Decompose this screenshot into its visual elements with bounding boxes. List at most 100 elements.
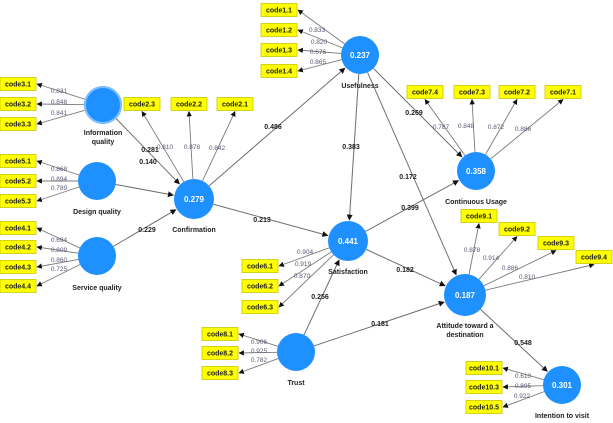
indicator-box-code10.1[interactable] xyxy=(465,361,503,375)
r-squared-value: 0.187 xyxy=(455,291,476,300)
indicator-box-code3.3[interactable] xyxy=(0,117,37,131)
r-squared-value: 0.441 xyxy=(338,237,359,246)
indicator-box-code8.1[interactable] xyxy=(201,327,239,341)
construct-circle[interactable] xyxy=(78,162,116,200)
indicator-box-code6.3[interactable] xyxy=(241,300,279,314)
outer-loading: 0.886 xyxy=(502,265,519,272)
indicator-box-code6.2[interactable] xyxy=(241,279,279,293)
outer-loading: 0.809 xyxy=(51,247,68,254)
indicator-label: code4.3 xyxy=(5,265,31,272)
construct-circle[interactable] xyxy=(444,274,486,316)
outer-loading: 0.848 xyxy=(51,99,68,106)
path-coefficient-TR-AT: 0.181 xyxy=(371,321,389,328)
outer-loading: 0.878 xyxy=(464,247,481,254)
indicator-box-code1.2[interactable] xyxy=(260,23,298,37)
indicator-label: code3.1 xyxy=(5,82,31,89)
indicator-box-code7.3[interactable] xyxy=(453,85,491,99)
constructs: 0.279 0.237 0.441 0.358 0.187 0.301 xyxy=(78,36,581,404)
indicator-box-code2.1[interactable] xyxy=(216,97,254,111)
outer-loading: 0.810 xyxy=(519,274,536,281)
construct-circle[interactable] xyxy=(341,36,379,74)
indicator-label: code9.2 xyxy=(504,227,530,234)
path-edge-CF-SA xyxy=(213,203,329,237)
indicator-label: code6.1 xyxy=(247,264,273,271)
outer-loading: 0.914 xyxy=(483,255,500,262)
indicator-label: code9.3 xyxy=(543,241,569,248)
indicator-box-code5.3[interactable] xyxy=(0,194,37,208)
path-coefficient-AT-IV: 0.548 xyxy=(514,340,532,347)
construct-circle[interactable] xyxy=(277,333,315,371)
indicator-edge-code8.3 xyxy=(238,358,279,374)
construct-AT[interactable]: 0.187 xyxy=(444,274,486,316)
indicator-box-code4.1[interactable] xyxy=(0,221,37,235)
indicator-box-code7.4[interactable] xyxy=(406,85,444,99)
indicator-box-code9.3[interactable] xyxy=(537,236,575,250)
outer-loading: 0.782 xyxy=(251,357,268,364)
indicator-box-code10.5[interactable] xyxy=(465,400,503,414)
indicator-edge-code10.5 xyxy=(502,391,545,408)
indicator-edges xyxy=(36,9,595,408)
outer-loading: 0.610 xyxy=(515,373,532,380)
indicator-box-code9.4[interactable] xyxy=(575,250,613,264)
path-coefficient-US-SA: 0.383 xyxy=(342,144,360,151)
construct-SQ[interactable] xyxy=(78,237,116,275)
indicator-edge-code2.3 xyxy=(141,111,185,183)
construct-SA[interactable]: 0.441 xyxy=(328,221,368,261)
construct-DQ[interactable] xyxy=(78,162,116,200)
indicator-label: code5.1 xyxy=(5,159,31,166)
construct-US[interactable]: 0.237 xyxy=(341,36,379,74)
indicator-edge-code3.3 xyxy=(36,109,85,126)
path-edge-SA-CU xyxy=(365,180,459,232)
path-coefficient-TR-SA: 0.256 xyxy=(311,294,329,301)
construct-IQ[interactable] xyxy=(84,86,122,124)
construct-circle[interactable] xyxy=(84,86,122,124)
indicator-box-code4.4[interactable] xyxy=(0,279,37,293)
indicator-label: code10.3 xyxy=(469,385,499,392)
construct-circle[interactable] xyxy=(457,152,495,190)
indicator-label: code9.1 xyxy=(466,214,492,221)
path-edge-US-SA xyxy=(346,73,360,221)
construct-CF[interactable]: 0.279 xyxy=(174,179,214,219)
indicator-edge-code7.3 xyxy=(469,98,476,153)
indicator-box-code8.3[interactable] xyxy=(201,366,239,380)
indicator-box-code1.3[interactable] xyxy=(260,43,298,57)
indicator-box-code5.1[interactable] xyxy=(0,154,37,168)
indicator-box-code1.4[interactable] xyxy=(260,64,298,78)
indicator-box-code9.1[interactable] xyxy=(460,209,498,223)
indicator-box-code5.2[interactable] xyxy=(0,174,37,188)
indicator-edge-code3.1 xyxy=(36,82,86,100)
construct-IV[interactable]: 0.301 xyxy=(543,366,581,404)
indicators: code3.1code3.2code3.3code5.1code5.2code5… xyxy=(0,3,613,414)
indicator-box-code2.2[interactable] xyxy=(170,97,208,111)
construct-label: Design quality xyxy=(73,209,121,216)
construct-CU[interactable]: 0.358 xyxy=(457,152,495,190)
construct-TR[interactable] xyxy=(277,333,315,371)
path-coefficient-CF-SA: 0.213 xyxy=(253,217,271,224)
outer-loading: 0.870 xyxy=(294,273,311,280)
construct-label: Service quality xyxy=(72,285,122,292)
indicator-box-code7.1[interactable] xyxy=(544,85,582,99)
construct-circle[interactable] xyxy=(78,237,116,275)
construct-circle[interactable] xyxy=(328,221,368,261)
indicator-box-code9.2[interactable] xyxy=(498,222,536,236)
path-coefficient-US-CU: 0.269 xyxy=(405,110,423,117)
construct-circle[interactable] xyxy=(174,179,214,219)
indicator-box-code3.2[interactable] xyxy=(0,97,37,111)
indicator-label: code3.3 xyxy=(5,122,31,129)
outer-loading: 0.789 xyxy=(51,185,68,192)
construct-label: Usefulness xyxy=(341,83,378,90)
outer-loading: 0.842 xyxy=(209,145,226,152)
indicator-box-code2.3[interactable] xyxy=(123,97,161,111)
indicator-box-code8.2[interactable] xyxy=(201,346,239,360)
indicator-box-code10.3[interactable] xyxy=(465,380,503,394)
indicator-box-code1.1[interactable] xyxy=(260,3,298,17)
indicator-box-code4.3[interactable] xyxy=(0,260,37,274)
indicator-box-code6.1[interactable] xyxy=(241,259,279,273)
construct-circle[interactable] xyxy=(543,366,581,404)
indicator-box-code3.1[interactable] xyxy=(0,77,37,91)
path-edge-US-CU xyxy=(373,68,463,158)
indicator-box-code4.2[interactable] xyxy=(0,240,37,254)
indicator-box-code7.2[interactable] xyxy=(498,85,536,99)
indicator-label: code7.2 xyxy=(504,90,530,97)
